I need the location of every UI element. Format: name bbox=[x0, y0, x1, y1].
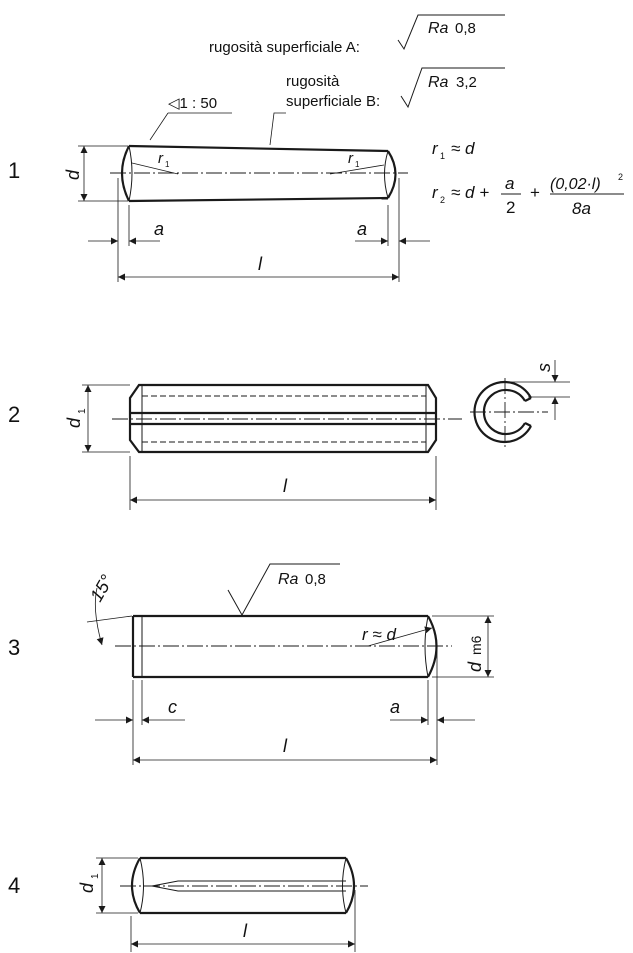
figure-3-parallel-pin: 3 15° Ra 0,8 r ≈ d d m6 c bbox=[8, 563, 494, 765]
dimension-c: c bbox=[168, 697, 177, 717]
formula-frac1-numerator: a bbox=[505, 174, 514, 193]
figure-4-grooved-pin: 4 d 1 l bbox=[8, 856, 368, 952]
roughness-b-label-line2: superficiale B: bbox=[286, 93, 380, 110]
dimension-a-right: a bbox=[357, 219, 367, 239]
r1-left: r bbox=[158, 150, 164, 167]
formula-r1-rhs: ≈ d bbox=[451, 139, 475, 158]
chamfer-angle: 15° bbox=[86, 571, 117, 605]
roughness-b-label-line1: rugosità bbox=[286, 73, 340, 90]
roughness-symbol-fig3: Ra 0,8 bbox=[227, 563, 340, 617]
dimension-l-fig3: l bbox=[283, 736, 288, 756]
formula-r2-subscript: 2 bbox=[440, 195, 445, 205]
formula-plus: + bbox=[530, 183, 540, 202]
dimension-d1-subscript-fig4: 1 bbox=[90, 873, 101, 879]
dimension-d-fig3: d bbox=[465, 661, 485, 672]
dimension-d: d bbox=[63, 169, 83, 180]
figure-3-number: 3 bbox=[8, 635, 20, 660]
roughness-ra-fig3: Ra bbox=[278, 571, 299, 588]
dimension-l-fig2: l bbox=[283, 476, 288, 496]
dimension-s: s bbox=[534, 363, 554, 372]
formula-r2-r: r bbox=[432, 183, 439, 202]
dimension-l-fig4: l bbox=[243, 921, 248, 941]
figure-4-number: 4 bbox=[8, 873, 20, 898]
formula-frac2-denominator: 8a bbox=[572, 199, 591, 218]
formula-frac2-exponent: 2 bbox=[618, 172, 623, 182]
figure-2-number: 2 bbox=[8, 402, 20, 427]
dimension-d1-subscript: 1 bbox=[77, 408, 88, 414]
taper-ratio-label: ◁1 : 50 bbox=[168, 95, 217, 112]
formula-frac1-denominator: 2 bbox=[506, 198, 515, 217]
dimension-d1: d bbox=[64, 417, 84, 428]
roughness-a-ra: Ra bbox=[428, 20, 449, 37]
roughness-a-label: rugosità superficiale A: bbox=[209, 39, 360, 56]
formula-r2-approx: ≈ d + bbox=[451, 183, 489, 202]
dimension-l: l bbox=[258, 254, 263, 274]
figure-1-taper-pin: 1 rugosità superficiale A: Ra 0,8 rugosi… bbox=[8, 14, 624, 282]
roughness-b-value: 3,2 bbox=[456, 74, 477, 91]
dimension-a-fig3: a bbox=[390, 697, 400, 717]
roughness-b-ra: Ra bbox=[428, 74, 449, 91]
r1-right: r bbox=[348, 150, 354, 167]
figure-2-spring-pin: 2 d 1 l s bbox=[8, 360, 570, 510]
spring-pin-end-view: s bbox=[470, 360, 570, 448]
formula-r1-r: r bbox=[432, 139, 439, 158]
formula-frac2-numerator: (0,02·l) bbox=[550, 176, 601, 193]
r1-right-subscript: 1 bbox=[355, 160, 360, 169]
roughness-a-symbol: Ra 0,8 bbox=[397, 14, 505, 51]
formula-r1: r 1 ≈ d bbox=[432, 139, 475, 161]
dimension-a-left: a bbox=[154, 219, 164, 239]
dimension-d-tolerance: m6 bbox=[468, 635, 484, 655]
dimension-d1-fig4: d bbox=[77, 882, 97, 893]
r1-left-subscript: 1 bbox=[165, 160, 170, 169]
formula-r2: r 2 ≈ d + a 2 + (0,02·l) 2 8a bbox=[432, 172, 624, 218]
radius-label: r ≈ d bbox=[362, 625, 396, 644]
figure-1-number: 1 bbox=[8, 158, 20, 183]
roughness-b-symbol: Ra 3,2 bbox=[400, 67, 505, 109]
formula-r1-subscript: 1 bbox=[440, 151, 445, 161]
roughness-value-fig3: 0,8 bbox=[305, 571, 326, 588]
roughness-a-value: 0,8 bbox=[455, 20, 476, 37]
